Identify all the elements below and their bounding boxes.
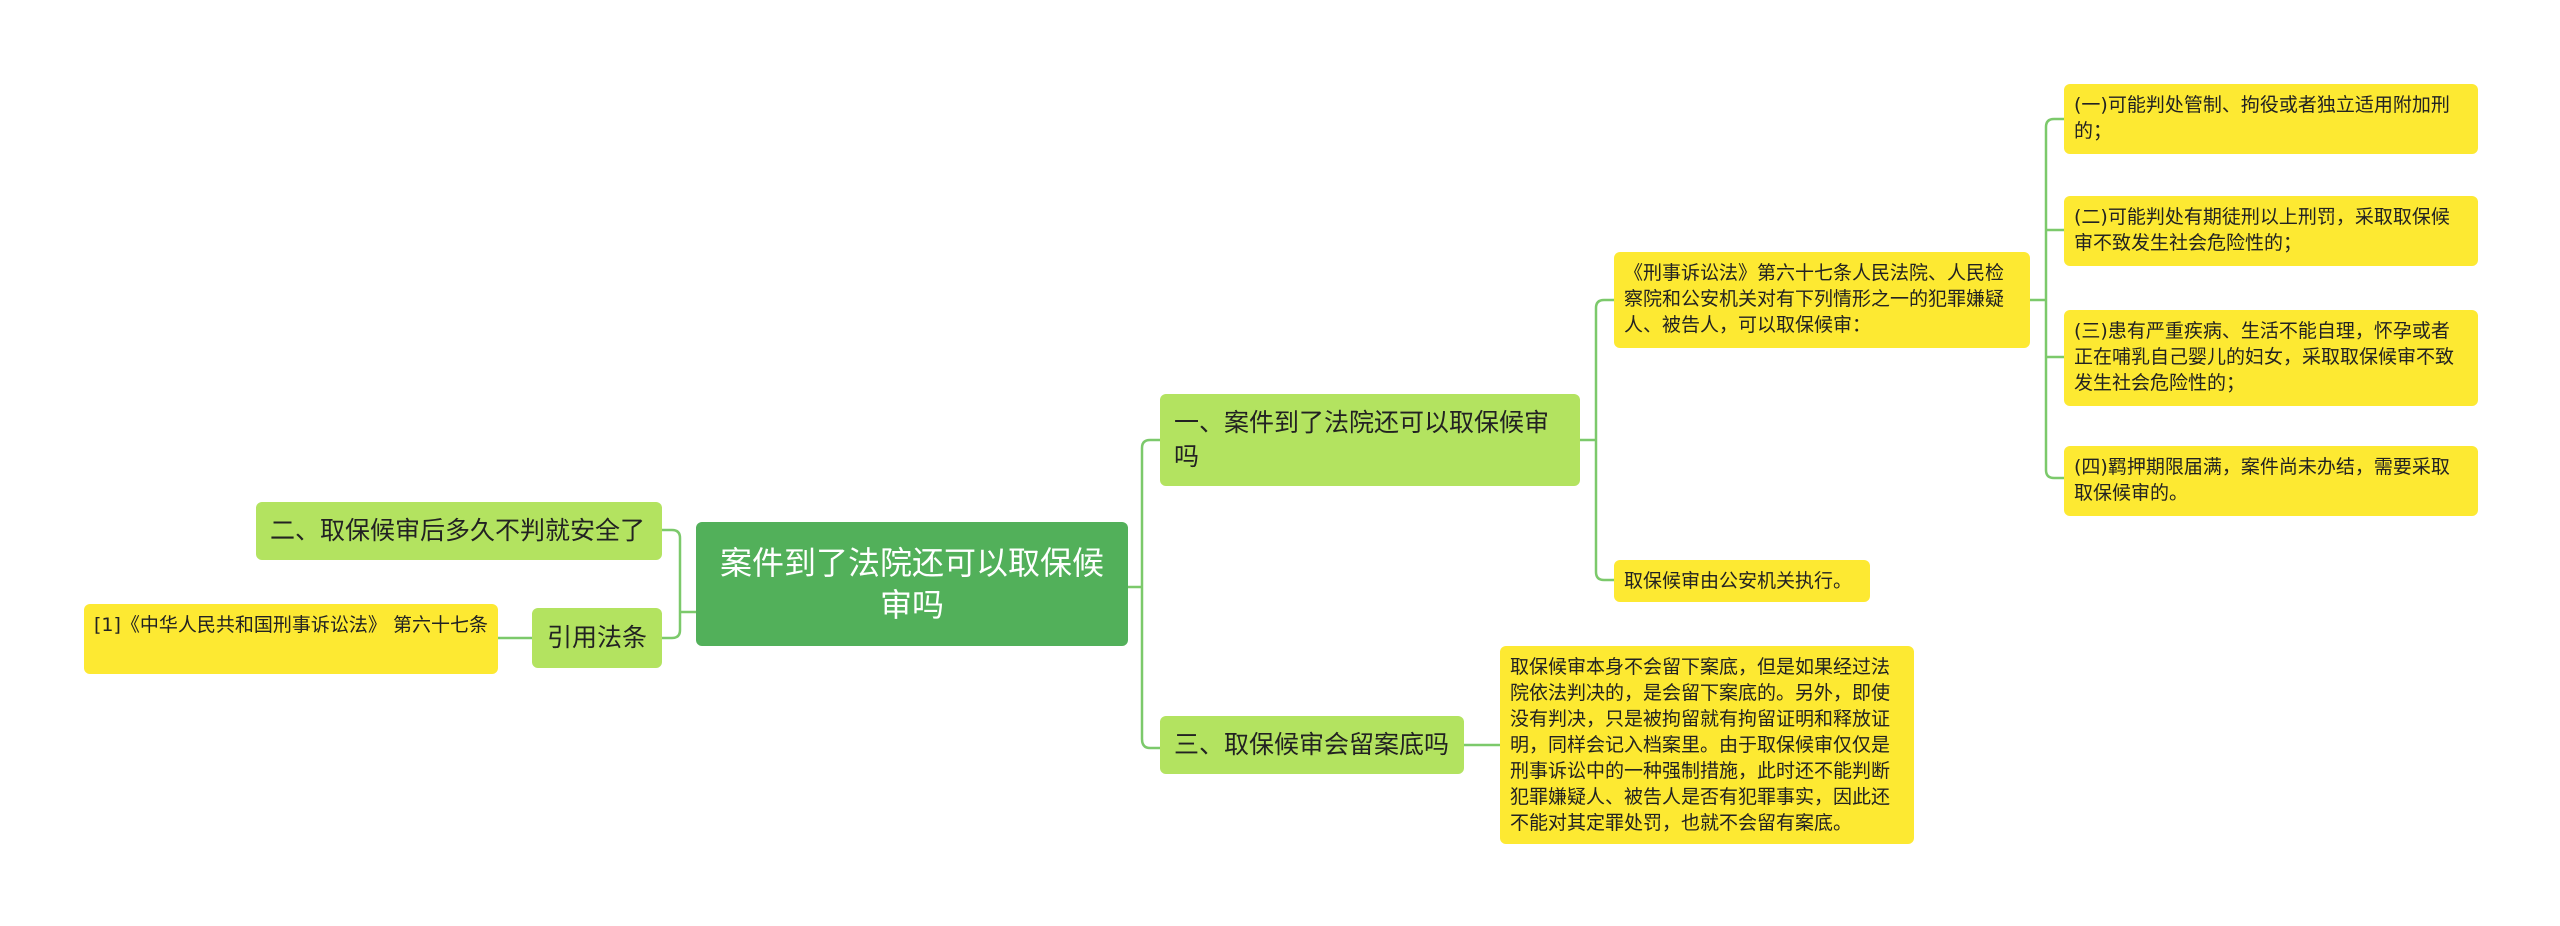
- condition-item-2-text: (二)可能判处有期徒刑以上刑罚，采取取保候审不致发生社会危险性的；: [2074, 206, 2450, 254]
- condition-item-4[interactable]: (四)羁押期限届满，案件尚未办结，需要采取取保候审的。: [2064, 446, 2478, 516]
- condition-item-2[interactable]: (二)可能判处有期徒刑以上刑罚，采取取保候审不致发生社会危险性的；: [2064, 196, 2478, 266]
- condition-item-3-text: (三)患有严重疾病、生活不能自理，怀孕或者正在哺乳自己婴儿的妇女，采取取保候审不…: [2074, 320, 2455, 394]
- root-topic-label: 案件到了法院还可以取保候审吗: [720, 544, 1105, 624]
- branch-citation-label: 引用法条: [546, 623, 647, 652]
- executor-note[interactable]: 取保候审由公安机关执行。: [1614, 560, 1870, 602]
- condition-item-1[interactable]: (一)可能判处管制、拘役或者独立适用附加刑的；: [2064, 84, 2478, 154]
- branch-bail-at-court-label: 一、案件到了法院还可以取保候审吗: [1174, 408, 1550, 471]
- branch-citation[interactable]: 引用法条: [532, 608, 662, 668]
- condition-item-3[interactable]: (三)患有严重疾病、生活不能自理，怀孕或者正在哺乳自己婴儿的妇女，采取取保候审不…: [2064, 310, 2478, 406]
- law-article-67-intro-text: 《刑事诉讼法》第六十七条人民法院、人民检察院和公安机关对有下列情形之一的犯罪嫌疑…: [1624, 262, 2005, 336]
- branch-criminal-record[interactable]: 三、取保候审会留案底吗: [1160, 716, 1464, 774]
- citation-reference-text: [1]《中华人民共和国刑事诉讼法》 第六十七条: [94, 614, 488, 636]
- condition-item-4-text: (四)羁押期限届满，案件尚未办结，需要采取取保候审的。: [2074, 456, 2450, 504]
- branch-safe-duration-label: 二、取保候审后多久不判就安全了: [270, 516, 646, 545]
- branch-safe-duration[interactable]: 二、取保候审后多久不判就安全了: [256, 502, 662, 560]
- branch-criminal-record-label: 三、取保候审会留案底吗: [1174, 730, 1450, 759]
- law-article-67-intro[interactable]: 《刑事诉讼法》第六十七条人民法院、人民检察院和公安机关对有下列情形之一的犯罪嫌疑…: [1614, 252, 2030, 348]
- condition-item-1-text: (一)可能判处管制、拘役或者独立适用附加刑的；: [2074, 94, 2450, 142]
- criminal-record-detail-text: 取保候审本身不会留下案底，但是如果经过法院依法判决的，是会留下案底的。另外，即使…: [1510, 656, 1891, 834]
- citation-reference[interactable]: [1]《中华人民共和国刑事诉讼法》 第六十七条: [84, 604, 498, 674]
- branch-bail-at-court[interactable]: 一、案件到了法院还可以取保候审吗: [1160, 394, 1580, 486]
- executor-note-text: 取保候审由公安机关执行。: [1624, 570, 1853, 592]
- root-topic[interactable]: 案件到了法院还可以取保候审吗: [696, 522, 1128, 646]
- criminal-record-detail[interactable]: 取保候审本身不会留下案底，但是如果经过法院依法判决的，是会留下案底的。另外，即使…: [1500, 646, 1914, 844]
